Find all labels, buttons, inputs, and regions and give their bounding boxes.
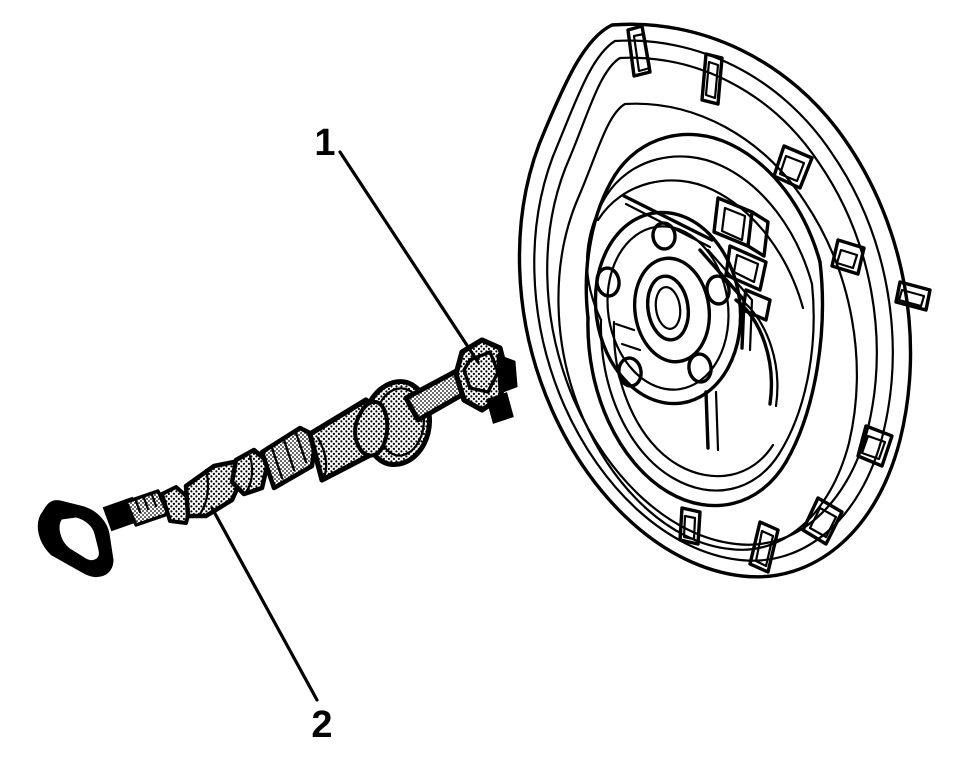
backing-plate-tabs <box>626 24 932 574</box>
backing-plate-outer-edge <box>517 22 913 579</box>
socket-end-boss <box>496 353 518 395</box>
plate-tab <box>626 24 652 78</box>
adjuster-tool <box>37 337 518 577</box>
hold-down-pin-2 <box>714 390 720 452</box>
plate-tab-inner <box>835 248 859 270</box>
plate-tab <box>748 520 780 574</box>
taper-cone-crease <box>198 468 210 516</box>
plate-tab <box>894 280 932 312</box>
brake-shoe-upper-lining <box>596 179 805 310</box>
plate-tab-inner <box>860 434 887 461</box>
wheel-cylinder <box>712 196 772 322</box>
brake-shoe-right-web <box>784 260 825 464</box>
hub-face-tick <box>614 322 636 332</box>
wheel-hub-flange <box>593 210 743 406</box>
hold-down-pin <box>704 390 710 450</box>
flange-collar <box>353 399 390 458</box>
brake-shoe-right-web-2 <box>777 282 815 456</box>
return-spring-2 <box>742 300 779 408</box>
tool-socket-end <box>453 337 518 424</box>
brake-shoe-lower <box>586 316 788 508</box>
plate-tab <box>830 238 866 276</box>
plate-tab <box>678 506 702 546</box>
plate-tab <box>801 496 844 546</box>
brake-shoe-upper <box>613 132 822 264</box>
plate-tab-inner <box>897 288 926 308</box>
tool-t-handle <box>37 496 142 577</box>
stud-hole <box>595 266 621 298</box>
backing-plate-drum-seat <box>557 102 858 551</box>
hub-flange-outer <box>593 210 743 406</box>
plate-tab-inner <box>704 60 720 100</box>
parking-brake-lever <box>698 248 746 350</box>
plate-tab-inner <box>808 506 838 539</box>
backing-plate-rim-ring <box>546 56 878 546</box>
knurl-line <box>282 438 296 472</box>
plate-tab <box>700 52 724 106</box>
backing-plate-assembly <box>517 22 932 579</box>
t-handle-slot <box>59 517 99 561</box>
adjuster-strut <box>622 194 714 242</box>
plate-tab-inner <box>632 32 652 73</box>
brake-shoe-upper-inner <box>604 155 814 286</box>
knurl-line <box>294 431 308 464</box>
collar-2-crease <box>244 454 254 494</box>
plate-tab <box>856 424 894 468</box>
socket-end-tip <box>486 392 514 424</box>
tool-collar-2 <box>229 447 271 497</box>
hub-center-bore <box>646 274 690 342</box>
thread-tick <box>150 493 158 508</box>
parking-brake-lever-2 <box>706 248 754 352</box>
knurl-line <box>270 446 284 480</box>
plate-tab-inner <box>754 529 775 568</box>
callout-number-1: 1 <box>314 122 335 164</box>
callout-layer: 1 2 <box>210 122 480 746</box>
backing-plate-inner-edge <box>533 39 894 562</box>
brake-shoe-left-web <box>584 173 617 320</box>
collar-2-body <box>229 447 271 497</box>
stud-hole <box>687 352 713 384</box>
callout-number-2: 2 <box>311 704 332 746</box>
thread-tick <box>142 496 150 511</box>
leader-line-1-icon <box>338 150 480 364</box>
hub-pilot-boss <box>632 256 712 364</box>
brake-shoe-lower-inner <box>599 318 781 492</box>
stud-hole <box>651 221 677 251</box>
thread-tick <box>134 499 142 514</box>
stud-hole <box>705 274 731 306</box>
tool-knurled-barrel <box>259 425 319 491</box>
socket-end-facet <box>462 350 500 394</box>
plate-tab <box>772 144 814 190</box>
plate-tab-inner <box>778 154 806 183</box>
hub-center-bore-inner <box>654 286 682 330</box>
return-spring <box>734 298 774 406</box>
leader-line-2-icon <box>210 506 319 702</box>
main-body-seam <box>316 436 328 480</box>
stud-hole <box>617 356 643 388</box>
hub-face-tick <box>620 342 642 352</box>
plate-tab-inner <box>682 514 697 541</box>
